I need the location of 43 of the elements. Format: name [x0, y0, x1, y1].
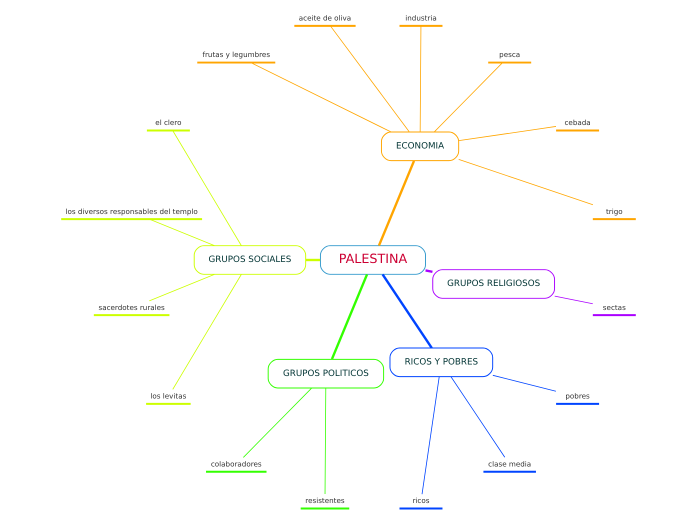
- node-text: los levitas: [150, 391, 186, 400]
- connector: [330, 26, 410, 132]
- node-box: GRUPOS SOCIALES: [193, 245, 306, 275]
- node-text: el clero: [154, 118, 181, 128]
- connector: [458, 126, 556, 142]
- node-text: pesca: [498, 50, 520, 60]
- connector: [172, 274, 242, 390]
- connector: [148, 274, 214, 302]
- node-text: ricos: [412, 496, 429, 506]
- node-text: frutas y legumbres: [202, 50, 270, 60]
- connector: [492, 374, 556, 392]
- connector: [324, 388, 326, 494]
- node-box: GRUPOS RELIGIOSOS: [432, 269, 555, 299]
- node-box: GRUPOS POLITICOS: [267, 358, 384, 388]
- node-box: RICOS Y POBRES: [389, 348, 493, 378]
- node-text: colaboradores: [210, 459, 262, 468]
- connector: [419, 26, 421, 132]
- node-text: los diversos responsables del templo: [64, 206, 198, 216]
- node-box: ECONOMIA: [380, 132, 459, 162]
- connector: [148, 218, 214, 246]
- node-box: PALESTINA: [319, 245, 426, 275]
- connector: [458, 158, 593, 206]
- node-text: pobres: [564, 391, 590, 400]
- node-text: sacerdotes rurales: [98, 302, 164, 312]
- node-text: cebada: [564, 118, 590, 128]
- connector: [433, 62, 503, 132]
- connector: [377, 160, 415, 246]
- node-text: industria: [404, 13, 436, 22]
- connector: [554, 296, 593, 304]
- connector: [172, 130, 242, 246]
- connector: [305, 258, 320, 262]
- connector: [424, 269, 432, 273]
- node-text: aceite de oliva: [298, 13, 351, 22]
- connector: [330, 274, 368, 360]
- connector: [450, 376, 505, 458]
- node-text: sectas: [602, 302, 626, 312]
- connector: [242, 388, 312, 458]
- node-text: resistentes: [304, 496, 344, 506]
- connector: [381, 274, 432, 349]
- node-text: clase media: [488, 459, 531, 468]
- node-text: trigo: [605, 206, 622, 216]
- connector: [421, 376, 440, 495]
- connector: [250, 62, 391, 132]
